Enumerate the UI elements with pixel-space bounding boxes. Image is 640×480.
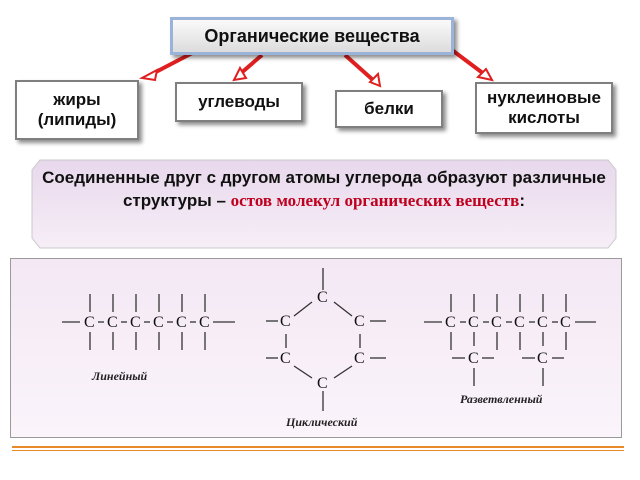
svg-text:C: C <box>354 350 365 367</box>
nucleic-label: нуклеиновые <box>487 88 601 107</box>
svg-text:C: C <box>130 314 141 331</box>
svg-text:C: C <box>176 314 187 331</box>
carbohydrates-box: углеводы <box>175 82 303 122</box>
linear-label: Линейный <box>91 369 148 383</box>
svg-text:C: C <box>280 313 291 330</box>
banner-text: Соединенные друг с другом атомы углерода… <box>38 166 610 212</box>
svg-text:C: C <box>153 314 164 331</box>
carbon-structures: C C C C C C C C C C C C C C C C C C C C … <box>62 268 596 429</box>
svg-text:C: C <box>468 350 479 367</box>
arrow-to-carbohydrates <box>238 53 264 76</box>
accent-line <box>12 446 624 448</box>
svg-text:C: C <box>468 314 479 331</box>
svg-text:C: C <box>317 289 328 306</box>
branched-chain <box>424 294 596 386</box>
cyclic-ring <box>266 268 386 411</box>
fats-label: жиры <box>53 90 101 109</box>
acids-label: кислоты <box>508 108 580 127</box>
svg-text:C: C <box>537 314 548 331</box>
cyclic-label: Циклический <box>285 415 358 429</box>
arrows-layer <box>138 48 494 88</box>
svg-text:C: C <box>317 375 328 392</box>
svg-text:C: C <box>280 350 291 367</box>
svg-text:C: C <box>560 314 571 331</box>
banner-text-end: : <box>519 191 526 210</box>
accent-line-thin <box>12 450 624 451</box>
branched-label: Разветвленный <box>460 392 543 406</box>
arrow-to-nucleic <box>450 48 486 76</box>
svg-text:C: C <box>199 314 210 331</box>
svg-text:C: C <box>84 314 95 331</box>
carbon-atoms: C C C C C C C C C C C C C C C C C C C C <box>84 289 571 392</box>
fats-box: жиры (липиды) <box>15 80 139 140</box>
arrow-to-proteins <box>343 53 375 82</box>
nucleic-acids-box: нуклеиновые кислоты <box>475 82 613 134</box>
proteins-box: белки <box>335 90 443 128</box>
banner-text-highlight: остов молекул органических веществ <box>230 191 520 210</box>
banner-text-main: Соединенные друг с другом атомы углерода… <box>42 168 606 210</box>
linear-chain <box>62 294 235 350</box>
svg-text:C: C <box>107 314 118 331</box>
svg-text:C: C <box>445 314 456 331</box>
organic-substances-title: Органические вещества <box>170 17 454 55</box>
svg-text:C: C <box>354 313 365 330</box>
lipids-label: (липиды) <box>37 110 117 129</box>
svg-text:C: C <box>514 314 525 331</box>
svg-text:C: C <box>491 314 502 331</box>
svg-text:C: C <box>537 350 548 367</box>
info-banner-shape <box>31 159 617 249</box>
